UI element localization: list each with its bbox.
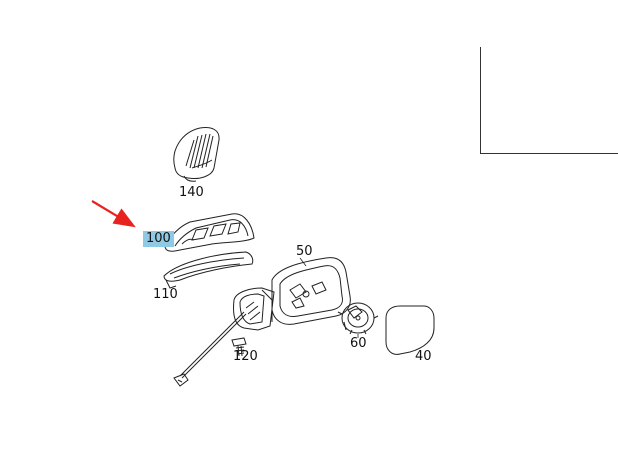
mirror-base-drawing: [173, 287, 275, 387]
part-40-label[interactable]: 40: [415, 349, 432, 364]
vehicle-locator-inset: [480, 47, 618, 154]
part-110-drawing: [163, 251, 254, 289]
part-100-drawing: [164, 213, 255, 252]
part-140-drawing: [173, 127, 220, 182]
part-140-label[interactable]: 140: [179, 185, 204, 200]
part-110-label[interactable]: 110: [153, 287, 178, 302]
leader-lines: [299, 257, 359, 338]
part-50-drawing: [271, 257, 351, 325]
part-40-drawing: [385, 305, 435, 355]
pointer-arrow: [91, 200, 136, 228]
part-120-label[interactable]: 120: [233, 349, 258, 364]
part-100-label[interactable]: 100: [143, 231, 174, 247]
part-60-drawing: [337, 302, 379, 335]
part-120-drawing: [231, 337, 247, 357]
part-50-label[interactable]: 50: [296, 244, 313, 259]
part-60-label[interactable]: 60: [350, 336, 367, 351]
